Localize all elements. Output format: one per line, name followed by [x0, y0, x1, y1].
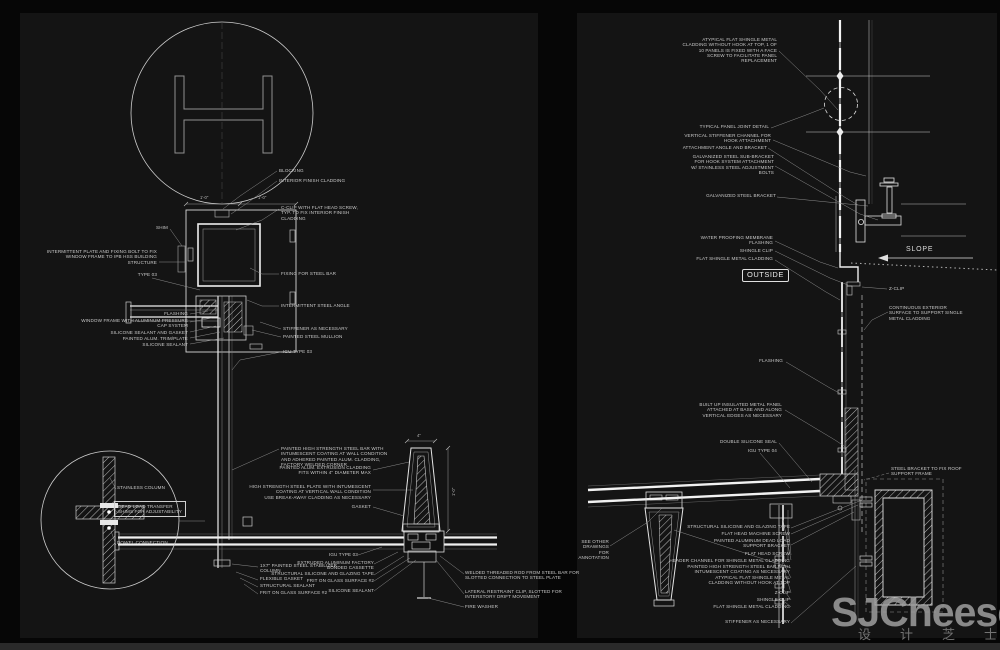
- label-shingle-clip-a: SHINGLE CLIP: [739, 248, 773, 253]
- label-painted-bar: PAINTED HIGH STRENGTH STEEL BAR WITH INT…: [687, 564, 790, 575]
- dim-mullion-top: 4": [417, 433, 421, 438]
- label-frit-mid: FRIT ON GLASS SURFACE #2: [306, 578, 374, 583]
- label-attach-angle: ATTACHMENT ANGLE AND BRACKET: [682, 145, 767, 150]
- label-igu03-a: IGU TYPE 03: [283, 349, 313, 354]
- dim-window-right: 1'-0": [258, 195, 267, 200]
- label-waterproof: WATER PROOFING MEMBRANE FLASHING: [700, 235, 773, 246]
- label-cclip: C-CLIP WITH FLAT HEAD SCREW, TYP. TO FIX…: [281, 205, 358, 221]
- label-double-seal: DOUBLE SILICONE SEAL: [719, 439, 777, 444]
- label-silicone-gasket: SILICONE SEALANT AND GASKET: [110, 330, 188, 335]
- dim-mullion-side: 1'-0": [451, 487, 456, 496]
- label-gasket: GASKET: [351, 504, 371, 509]
- label-interior-finish: INTERIOR FINISH CLADDING: [279, 178, 346, 183]
- right-leader-lines: [609, 50, 890, 624]
- label-dowel: DOWEL CONNECTION: [117, 540, 168, 545]
- label-fixing-steel-bar: FIXING FOR STEEL BAR: [281, 271, 337, 276]
- label-typical-joint: TYPICAL PANEL JOINT DETAIL: [699, 124, 769, 129]
- bottom-edge-strip: [0, 643, 1000, 650]
- label-fire-washer: FIRE WASHER: [465, 604, 499, 609]
- stabilizer-column-circle-detail: [40, 450, 205, 590]
- left-leader-lines: [109, 170, 465, 608]
- label-steel-bracket-roof: STEEL BRACKET TO FIX ROOF SUPPORT FRAME: [891, 466, 962, 477]
- label-zclip-a: Z-CLIP: [889, 286, 905, 291]
- label-igu03-b: IGU TYPE 03: [328, 552, 358, 557]
- label-see-other: SEE OTHER DRAWINGS FOR ANNOTATION: [578, 539, 609, 560]
- label-shingle-clip-b: SHINGLE CLIP: [756, 597, 790, 602]
- horizontal-glazing-run: [114, 530, 497, 553]
- label-intermittent-plate: INTERMITTENT PLATE AND FIXING BOLT TO FI…: [46, 249, 157, 265]
- sloped-roof-glazing: [587, 473, 861, 521]
- dim-window-left: 1'-0": [200, 195, 209, 200]
- label-slope: SLOPE: [906, 246, 934, 253]
- label-continuous-surface: CONTINUOUS EXTERIOR SURFACE TO SUPPORT S…: [889, 305, 963, 321]
- label-silicone-sealant2: SILICONE SEALANT: [328, 588, 374, 593]
- lower-shingle-cladding: [769, 503, 793, 628]
- mullion-section-detail: [401, 438, 451, 599]
- label-header-channel: HEADER CHANNEL FOR SHINGLE METAL CLADDIN…: [669, 558, 790, 563]
- galvanized-bracket-assembly: [835, 177, 966, 252]
- label-dead-load-bracket: PAINTED ALUMINUM DEAD LOAD SUPPORT BRACK…: [713, 538, 790, 549]
- label-flashing-b: FLASHING: [759, 358, 783, 363]
- label-structural-sealant: STRUCTURAL SEALANT: [260, 583, 316, 588]
- label-flat-shingle-b: FLAT SHINGLE METAL CLADDING: [713, 604, 790, 609]
- window-plan-detail: [125, 201, 299, 568]
- label-welded-rod: WELDED THREADED ROD FROM STEEL BAR FOR S…: [465, 570, 580, 581]
- label-flashing: FLASHING: [164, 311, 188, 316]
- label-flat-head-machine: FLAT HEAD MACHINE SCREW: [721, 531, 790, 536]
- label-stiffener: STIFFENER AS NECESSARY: [283, 326, 348, 331]
- label-lateral-clip: LATERAL RESTRAINT CLIP, SLOTTED FOR INTE…: [465, 589, 562, 600]
- label-cassette: EXTRUDED ALUMINUM FACTORY BONDED CASSETT…: [297, 560, 374, 571]
- label-atypical-top: ATYPICAL FLAT SHINGLE METAL CLADDING WIT…: [682, 37, 777, 64]
- slope-and-step: [839, 252, 998, 296]
- roof-mullion-section: [644, 491, 684, 607]
- label-vert-stiffener: VERTICAL STIFFENER CHANNEL FOR HOOK ATTA…: [684, 133, 771, 144]
- label-shim: SHIM: [156, 225, 168, 230]
- label-flexible-gasket: FLEXIBLE GASKET: [260, 576, 304, 581]
- label-stainless-column: STAINLESS COLUMN: [117, 485, 166, 490]
- label-steel-plate: HIGH STRENGTH STEEL PLATE WITH INTUMESCE…: [249, 484, 371, 500]
- label-intermittent-angle: INTERMITTENT STEEL ANGLE: [281, 303, 350, 308]
- roof-support-frame: [854, 470, 944, 622]
- label-dead-load: DEAD LOAD TRANSFER SHIMS FOR ADJUSTABILI…: [114, 501, 186, 517]
- label-igu04: IGU TYPE 04: [747, 448, 777, 453]
- label-steel-mullion: PAINTED STEEL MULLION: [283, 334, 343, 339]
- label-outside: OUTSIDE: [742, 269, 789, 282]
- label-blocking: BLOCKING: [279, 168, 304, 173]
- label-atypical-bottom: ATYPICAL FLAT SHINGLE METAL CLADDING WIT…: [708, 575, 790, 586]
- label-silicone-sealant: SILICONE SEALANT: [142, 342, 188, 347]
- label-galv-bracket: GALVANIZED STEEL BRACKET: [706, 193, 776, 198]
- wall-cladding-upper: [806, 20, 930, 252]
- label-flat-head-screw: FLAT HEAD SCREW: [744, 551, 790, 556]
- label-zclip-b: Z-CLIP: [774, 590, 790, 595]
- label-stabilizer: 1X7" PAINTED STEEL STABILIZER COLUMN: [260, 563, 338, 574]
- label-frit-left: FRIT ON GLASS SURFACE #2: [260, 590, 328, 595]
- label-high-strength-bar: PAINTED HIGH STRENGTH STEEL BAR WITH INT…: [281, 446, 388, 467]
- label-type03: TYPE 03: [137, 272, 157, 277]
- wall-cladding-lower: [837, 282, 863, 532]
- label-builtup-panel: BUILT UP INSULATED METAL PANEL ATTACHED …: [699, 402, 782, 418]
- label-galv-sub: GALVANIZED STEEL SUB-BRACKET FOR HOOK SY…: [691, 154, 774, 175]
- label-stiffener-b: STIFFENER AS NECESSARY: [725, 619, 790, 624]
- label-alum-trim: PAINTED ALUM. TRIM/PLATE: [122, 336, 188, 341]
- label-window-frame: WINDOW FRAME WITH ALUMINUM PRESSURE CAP …: [81, 318, 188, 329]
- watermark-brand: SJCheese: [831, 589, 1000, 635]
- label-flat-shingle-a: FLAT SHINGLE METAL CLADDING: [696, 256, 773, 261]
- label-alum-extrusion: PAINTED ALUM. EXTRUSION CLADDING FITS WI…: [279, 465, 371, 476]
- label-struct-silicone-b: STRUCTURAL SILICONE AND GLAZING TAPE: [687, 524, 790, 529]
- label-struct-silicone: STRUCTURAL SILICONE AND GLAZING TAPE: [271, 571, 374, 576]
- watermark-subtitle: 设计芝士: [858, 627, 997, 642]
